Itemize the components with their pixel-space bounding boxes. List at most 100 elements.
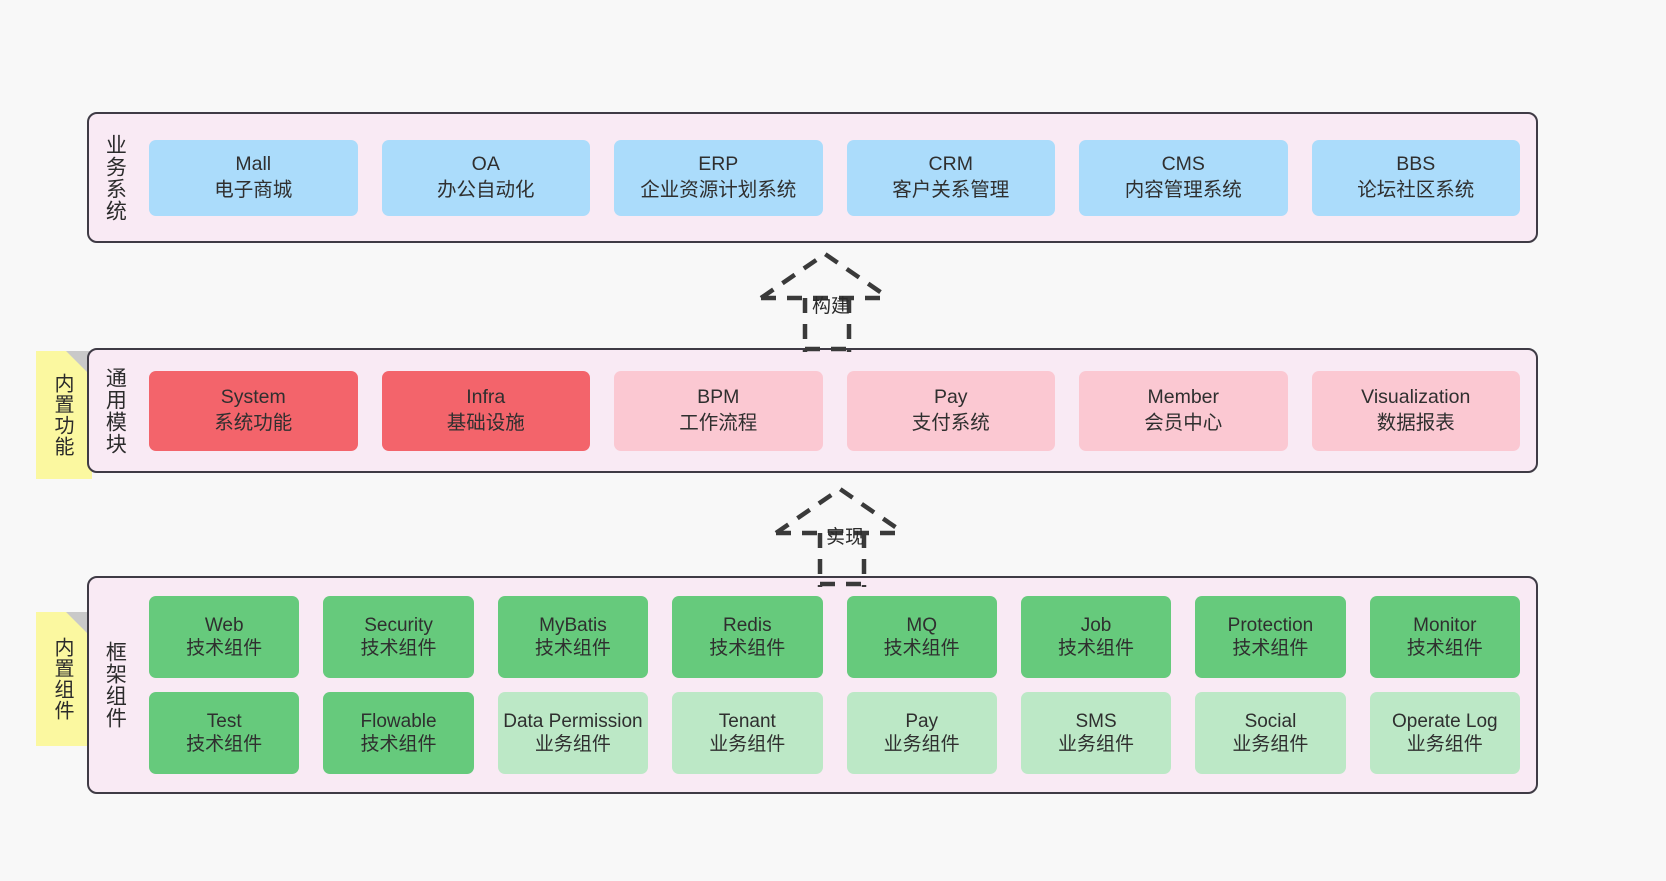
card-member[interactable]: Member 会员中心 bbox=[1079, 370, 1288, 451]
card-title: Protection bbox=[1227, 614, 1314, 636]
card-subtitle: 业务组件 bbox=[534, 734, 611, 755]
note-label: 内置功能 bbox=[51, 373, 73, 457]
card-subtitle: 技术组件 bbox=[360, 638, 437, 659]
card-title: Pay bbox=[905, 710, 939, 732]
card-subtitle: 技术组件 bbox=[534, 638, 611, 659]
card-subtitle: 支付系统 bbox=[911, 411, 990, 434]
card-system[interactable]: System 系统功能 bbox=[149, 370, 358, 451]
card-title: BBS bbox=[1396, 153, 1436, 176]
card-subtitle: 论坛社区系统 bbox=[1357, 178, 1475, 201]
card-erp[interactable]: ERP 企业资源计划系统 bbox=[614, 139, 823, 216]
connector-build-label: 构建 bbox=[812, 296, 851, 317]
card-web[interactable]: Web 技术组件 bbox=[149, 596, 300, 678]
card-tenant[interactable]: Tenant 业务组件 bbox=[672, 692, 823, 774]
layer-title-business: 业务系统 bbox=[103, 133, 127, 222]
card-subtitle: 技术组件 bbox=[360, 734, 437, 755]
layer-body-business: Mall 电子商城 OA 办公自动化 ERP 企业资源计划系统 CRM 客户关系… bbox=[139, 114, 1536, 241]
card-bbs[interactable]: BBS 论坛社区系统 bbox=[1311, 139, 1520, 216]
layer-body-framework: Web 技术组件 Security 技术组件 MyBatis 技术组件 Redi… bbox=[139, 578, 1536, 792]
card-title: Pay bbox=[933, 386, 968, 409]
card-title: MQ bbox=[906, 614, 937, 636]
card-job[interactable]: Job 技术组件 bbox=[1020, 596, 1172, 678]
card-subtitle: 企业资源计划系统 bbox=[640, 178, 797, 201]
connector-implement-arrow bbox=[774, 486, 906, 587]
card-subtitle: 技术组件 bbox=[186, 638, 263, 659]
card-redis[interactable]: Redis 技术组件 bbox=[672, 596, 823, 678]
card-row: Web 技术组件 Security 技术组件 MyBatis 技术组件 Redi… bbox=[149, 596, 1520, 678]
card-subtitle: 业务组件 bbox=[709, 734, 786, 755]
card-subtitle: 工作流程 bbox=[679, 411, 758, 434]
connector-implement-label: 实现 bbox=[826, 527, 865, 548]
card-title: SMS bbox=[1075, 710, 1117, 732]
card-subtitle: 业务组件 bbox=[1232, 734, 1309, 755]
card-subtitle: 业务组件 bbox=[1058, 734, 1135, 755]
card-title: BPM bbox=[697, 386, 740, 409]
layer-title-framework: 框架组件 bbox=[103, 641, 127, 729]
card-row: System 系统功能 Infra 基础设施 BPM 工作流程 Pay 支付系统… bbox=[149, 370, 1520, 451]
note-label: 内置组件 bbox=[51, 637, 73, 721]
card-title: OA bbox=[471, 153, 500, 176]
card-title: Mall bbox=[235, 153, 272, 176]
card-flowable[interactable]: Flowable 技术组件 bbox=[323, 692, 474, 774]
card-subtitle: 电子商城 bbox=[214, 178, 293, 201]
card-subtitle: 客户关系管理 bbox=[892, 178, 1010, 201]
card-title: Test bbox=[206, 710, 242, 732]
card-pay-component[interactable]: Pay 业务组件 bbox=[846, 692, 997, 774]
card-protection[interactable]: Protection 技术组件 bbox=[1195, 596, 1346, 678]
card-subtitle: 技术组件 bbox=[186, 734, 263, 755]
card-mq[interactable]: MQ 技术组件 bbox=[846, 596, 997, 678]
card-social[interactable]: Social 业务组件 bbox=[1195, 692, 1346, 774]
card-title: CMS bbox=[1161, 153, 1205, 176]
card-visualization[interactable]: Visualization 数据报表 bbox=[1311, 370, 1520, 451]
card-sms[interactable]: SMS 业务组件 bbox=[1020, 692, 1172, 774]
card-row: Mall 电子商城 OA 办公自动化 ERP 企业资源计划系统 CRM 客户关系… bbox=[149, 139, 1520, 216]
card-data-permission[interactable]: Data Permission 业务组件 bbox=[497, 692, 649, 774]
card-title: ERP bbox=[698, 153, 739, 176]
card-oa[interactable]: OA 办公自动化 bbox=[381, 139, 590, 216]
card-subtitle: 技术组件 bbox=[1058, 638, 1135, 659]
card-title: MyBatis bbox=[539, 614, 607, 636]
card-subtitle: 数据报表 bbox=[1376, 411, 1455, 434]
card-title: Visualization bbox=[1361, 386, 1471, 409]
card-mall[interactable]: Mall 电子商城 bbox=[149, 139, 358, 216]
connector-build-arrow bbox=[759, 251, 891, 352]
card-title: Infra bbox=[466, 386, 506, 409]
card-infra[interactable]: Infra 基础设施 bbox=[381, 370, 590, 451]
card-title: Job bbox=[1080, 614, 1112, 636]
card-title: Data Permission bbox=[503, 710, 643, 732]
card-subtitle: 系统功能 bbox=[214, 411, 293, 434]
layer-body-common: System 系统功能 Infra 基础设施 BPM 工作流程 Pay 支付系统… bbox=[139, 350, 1536, 471]
card-bpm[interactable]: BPM 工作流程 bbox=[614, 370, 823, 451]
card-pay[interactable]: Pay 支付系统 bbox=[846, 370, 1055, 451]
card-subtitle: 技术组件 bbox=[1232, 638, 1309, 659]
layer-title-common: 通用模块 bbox=[103, 366, 127, 455]
note-built-in-component: 内置组件 bbox=[36, 612, 92, 746]
card-cms[interactable]: CMS 内容管理系统 bbox=[1079, 139, 1288, 216]
card-title: Redis bbox=[723, 614, 772, 636]
card-security[interactable]: Security 技术组件 bbox=[323, 596, 474, 678]
card-title: Operate Log bbox=[1391, 710, 1498, 732]
card-subtitle: 基础设施 bbox=[446, 411, 525, 434]
card-title: Flowable bbox=[360, 710, 437, 732]
card-monitor[interactable]: Monitor 技术组件 bbox=[1369, 596, 1520, 678]
layer-business-system: 业务系统 Mall 电子商城 OA 办公自动化 ERP 企业资源计划系统 CRM… bbox=[87, 112, 1538, 243]
card-crm[interactable]: CRM 客户关系管理 bbox=[846, 139, 1055, 216]
card-title: Monitor bbox=[1413, 614, 1477, 636]
card-title: Social bbox=[1244, 710, 1297, 732]
card-subtitle: 技术组件 bbox=[883, 638, 960, 659]
card-subtitle: 会员中心 bbox=[1144, 411, 1223, 434]
card-mybatis[interactable]: MyBatis 技术组件 bbox=[497, 596, 649, 678]
card-row: Test 技术组件 Flowable 技术组件 Data Permission … bbox=[149, 692, 1520, 774]
card-title: Security bbox=[364, 614, 433, 636]
card-title: Web bbox=[204, 614, 244, 636]
card-title: System bbox=[220, 386, 286, 409]
card-test[interactable]: Test 技术组件 bbox=[149, 692, 300, 774]
card-subtitle: 内容管理系统 bbox=[1124, 178, 1242, 201]
layer-framework-component: 框架组件 Web 技术组件 Security 技术组件 MyBatis 技术组件… bbox=[87, 576, 1538, 794]
layer-common-module: 通用模块 System 系统功能 Infra 基础设施 BPM 工作流程 Pay… bbox=[87, 348, 1538, 473]
note-built-in-function: 内置功能 bbox=[36, 351, 92, 479]
card-title: CRM bbox=[928, 153, 973, 176]
card-subtitle: 技术组件 bbox=[709, 638, 786, 659]
card-title: Member bbox=[1147, 386, 1220, 409]
card-operate-log[interactable]: Operate Log 业务组件 bbox=[1369, 692, 1520, 774]
